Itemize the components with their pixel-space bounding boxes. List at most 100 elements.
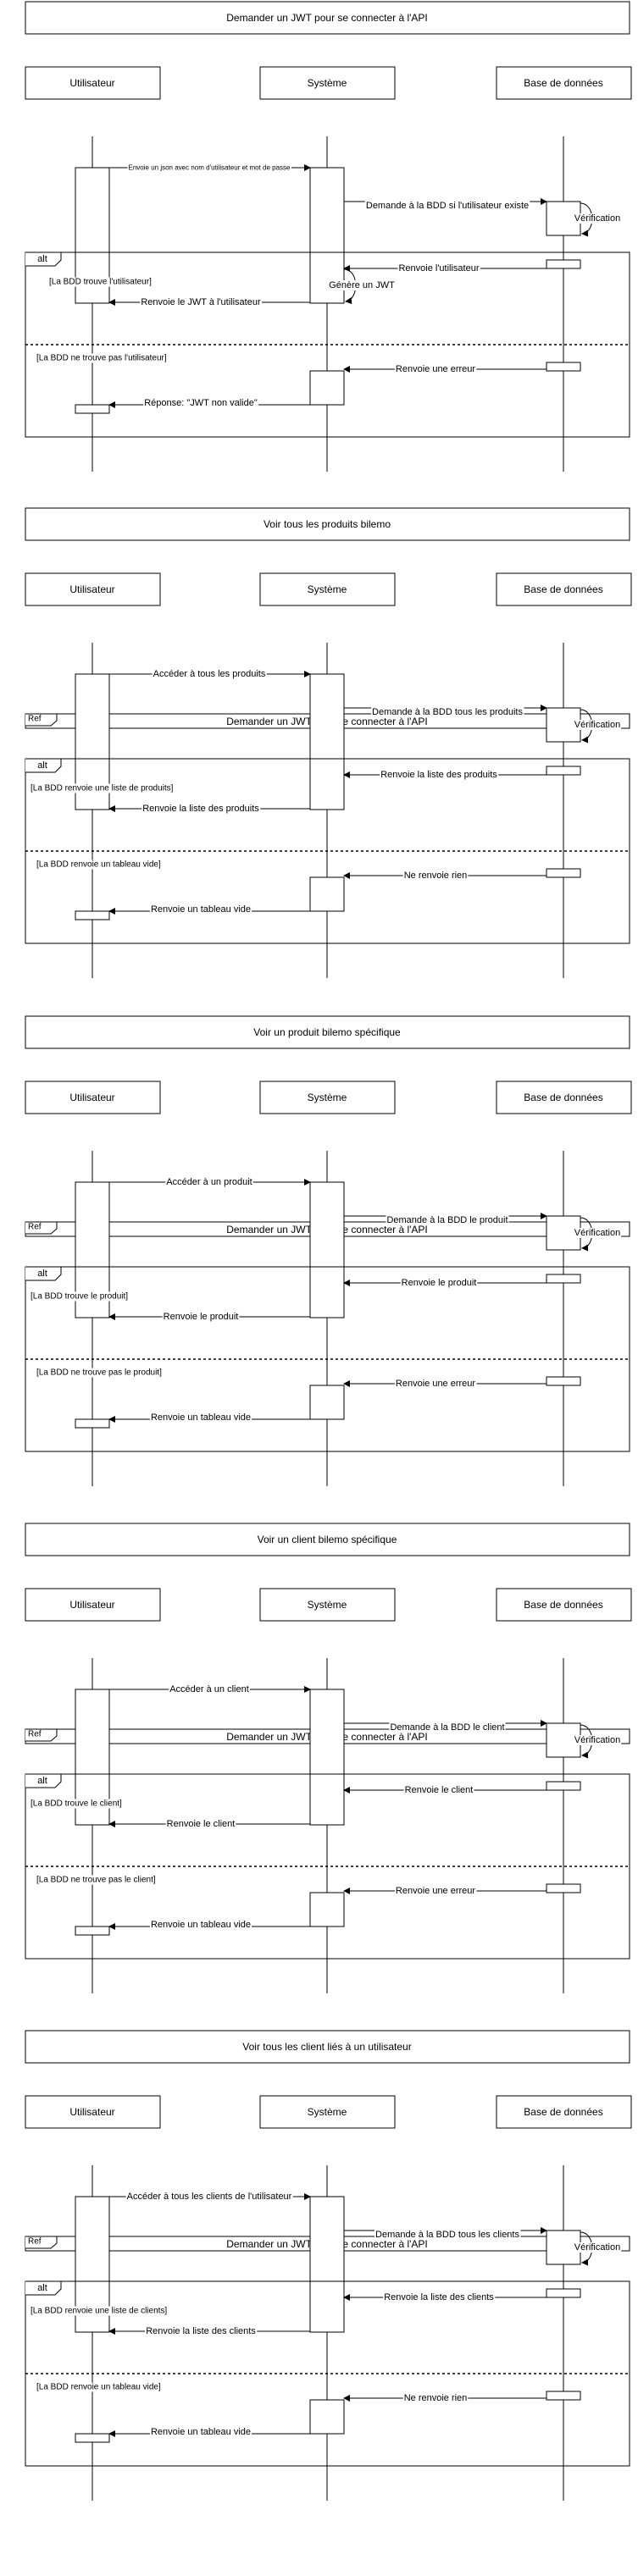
self-check-label: Vérification xyxy=(574,2242,620,2253)
activation-db-error xyxy=(546,362,581,372)
self-check-label: Vérification xyxy=(574,720,620,730)
participant-box-1 xyxy=(25,572,161,606)
participant-label-1: Utilisateur xyxy=(69,583,114,595)
message-request-label: Accéder à un produit xyxy=(166,1177,252,1187)
activation-system-error xyxy=(309,1892,345,1927)
self-generate-label-bg xyxy=(328,280,397,290)
ref-frame-tag-label: Ref xyxy=(28,715,42,724)
guard-found: [La BDD trouve le client] xyxy=(31,1799,122,1809)
message-request-label-bg xyxy=(165,1177,253,1187)
message-db-error-label: Renvoie une erreur xyxy=(396,1379,476,1389)
activation-user-error xyxy=(75,1418,110,1429)
alt-frame-label: alt xyxy=(37,2283,47,2293)
participant-box-1 xyxy=(25,1588,161,1622)
diagram-title-box xyxy=(25,1015,630,1049)
message-request-label-bg xyxy=(127,163,292,172)
self-check-label-bg xyxy=(573,2242,622,2253)
activation-db-return xyxy=(546,1781,581,1791)
ref-frame-tag xyxy=(25,2236,58,2249)
message-response-label-bg xyxy=(145,2326,258,2336)
diagram-title: Voir tous les produits bilemo xyxy=(264,518,391,530)
message-db-error-label-bg xyxy=(402,871,469,881)
activation-system-error xyxy=(309,876,345,912)
alt-frame-tag xyxy=(25,758,62,773)
participant-label-2: Système xyxy=(308,2106,347,2118)
activation-user-error xyxy=(75,2433,110,2443)
sequence-diagram-2: Voir tous les produits bilemoUtilisateur… xyxy=(25,507,632,978)
message-response-label-bg xyxy=(141,804,261,814)
guard-found: [La BDD trouve le produit] xyxy=(31,1292,128,1302)
message-db-query-label: Demande à la BDD tous les clients xyxy=(375,2230,519,2240)
participant-box-3 xyxy=(496,1081,632,1114)
diagram-title-box xyxy=(25,2030,630,2064)
message-error-response-label-bg xyxy=(149,1920,252,1930)
participant-label-2: Système xyxy=(308,1092,347,1103)
message-db-query-label-bg xyxy=(371,707,524,717)
message-error-response-label: Renvoie un tableau vide xyxy=(151,1412,251,1423)
message-db-error-label: Renvoie une erreur xyxy=(396,1886,476,1896)
diagram-title-box xyxy=(25,507,630,541)
self-check-label-bg xyxy=(573,720,622,730)
diagram-title: Demander un JWT pour se connecter à l'AP… xyxy=(226,12,428,24)
sequence-diagram-1: Demander un JWT pour se connecter à l'AP… xyxy=(25,1,632,472)
message-db-return-label-bg xyxy=(383,2292,496,2302)
participant-label-2: Système xyxy=(308,77,347,89)
message-request-label: Accéder à tous les clients de l'utilisat… xyxy=(127,2192,292,2202)
message-db-query-label-bg xyxy=(386,1215,509,1225)
guard-found: [La BDD renvoie une liste de clients] xyxy=(31,2307,167,2316)
message-request-label: Accéder à un client xyxy=(169,1684,249,1694)
alt-frame-tag xyxy=(25,1773,62,1788)
message-db-error-label-bg xyxy=(394,364,477,374)
alt-frame-label: alt xyxy=(37,254,47,264)
activation-system-main xyxy=(309,1181,345,1318)
message-response-label: Renvoie le produit xyxy=(164,1312,239,1322)
guard-found: [La BDD renvoie une liste de produits] xyxy=(31,784,174,793)
diagram-title: Voir un produit bilemo spécifique xyxy=(253,1026,401,1038)
activation-user-error xyxy=(75,910,110,920)
self-check-label-bg xyxy=(573,1228,622,1238)
participant-box-3 xyxy=(496,1588,632,1622)
activation-system-main xyxy=(309,673,345,810)
participant-label-3: Base de données xyxy=(524,1092,602,1103)
activation-db-error xyxy=(546,2391,581,2401)
message-db-error-label: Ne renvoie rien xyxy=(404,871,468,881)
participant-box-1 xyxy=(25,66,161,100)
ref-frame-tag-label: Ref xyxy=(28,1730,42,1739)
activation-system-error xyxy=(309,2399,345,2435)
activation-system-main xyxy=(309,1689,345,1826)
message-error-response-label-bg xyxy=(149,1412,252,1423)
message-request-label: Accéder à tous les produits xyxy=(153,669,266,679)
message-response-label: Renvoie le client xyxy=(167,1819,236,1829)
message-response-label-bg xyxy=(162,1312,240,1322)
participant-label-3: Base de données xyxy=(524,2106,602,2118)
guard-not-found-bg xyxy=(36,1368,164,1378)
message-db-query-label-bg xyxy=(389,1722,506,1733)
ref-frame-tag-label: Ref xyxy=(28,2237,42,2247)
activation-db-return xyxy=(546,766,581,776)
message-db-query-label: Demande à la BDD si l'utilisateur existe xyxy=(366,201,529,211)
activation-db-error xyxy=(546,1376,581,1386)
activation-db-return xyxy=(546,1274,581,1284)
guard-found: [La BDD trouve l'utilisateur] xyxy=(49,278,152,287)
message-db-query-label-bg xyxy=(364,201,530,211)
guard-found-bg xyxy=(30,2306,169,2316)
participant-label-3: Base de données xyxy=(524,583,602,595)
sequence-diagram-3: Voir un produit bilemo spécifiqueUtilisa… xyxy=(25,1015,632,1486)
activation-system-main xyxy=(309,2196,345,2333)
guard-not-found-bg xyxy=(36,2382,162,2392)
participant-box-2 xyxy=(259,1081,396,1114)
activation-db-return xyxy=(546,2288,581,2298)
activation-user-error xyxy=(75,1926,110,1936)
guard-not-found: [La BDD ne trouve pas l'utilisateur] xyxy=(36,354,167,363)
message-db-error-label-bg xyxy=(394,1886,477,1896)
activation-system-error xyxy=(309,1385,345,1420)
message-db-query-label-bg xyxy=(374,2230,521,2240)
ref-frame-tag xyxy=(25,713,58,727)
participant-label-3: Base de données xyxy=(524,1599,602,1611)
participant-box-1 xyxy=(25,2095,161,2129)
self-check-label-bg xyxy=(573,1735,622,1745)
message-response-label: Renvoie le JWT à l'utilisateur xyxy=(141,297,261,307)
diagram-title-box xyxy=(25,1,630,35)
message-request-label-bg xyxy=(169,1684,250,1694)
message-db-return-label-bg xyxy=(400,1278,478,1288)
